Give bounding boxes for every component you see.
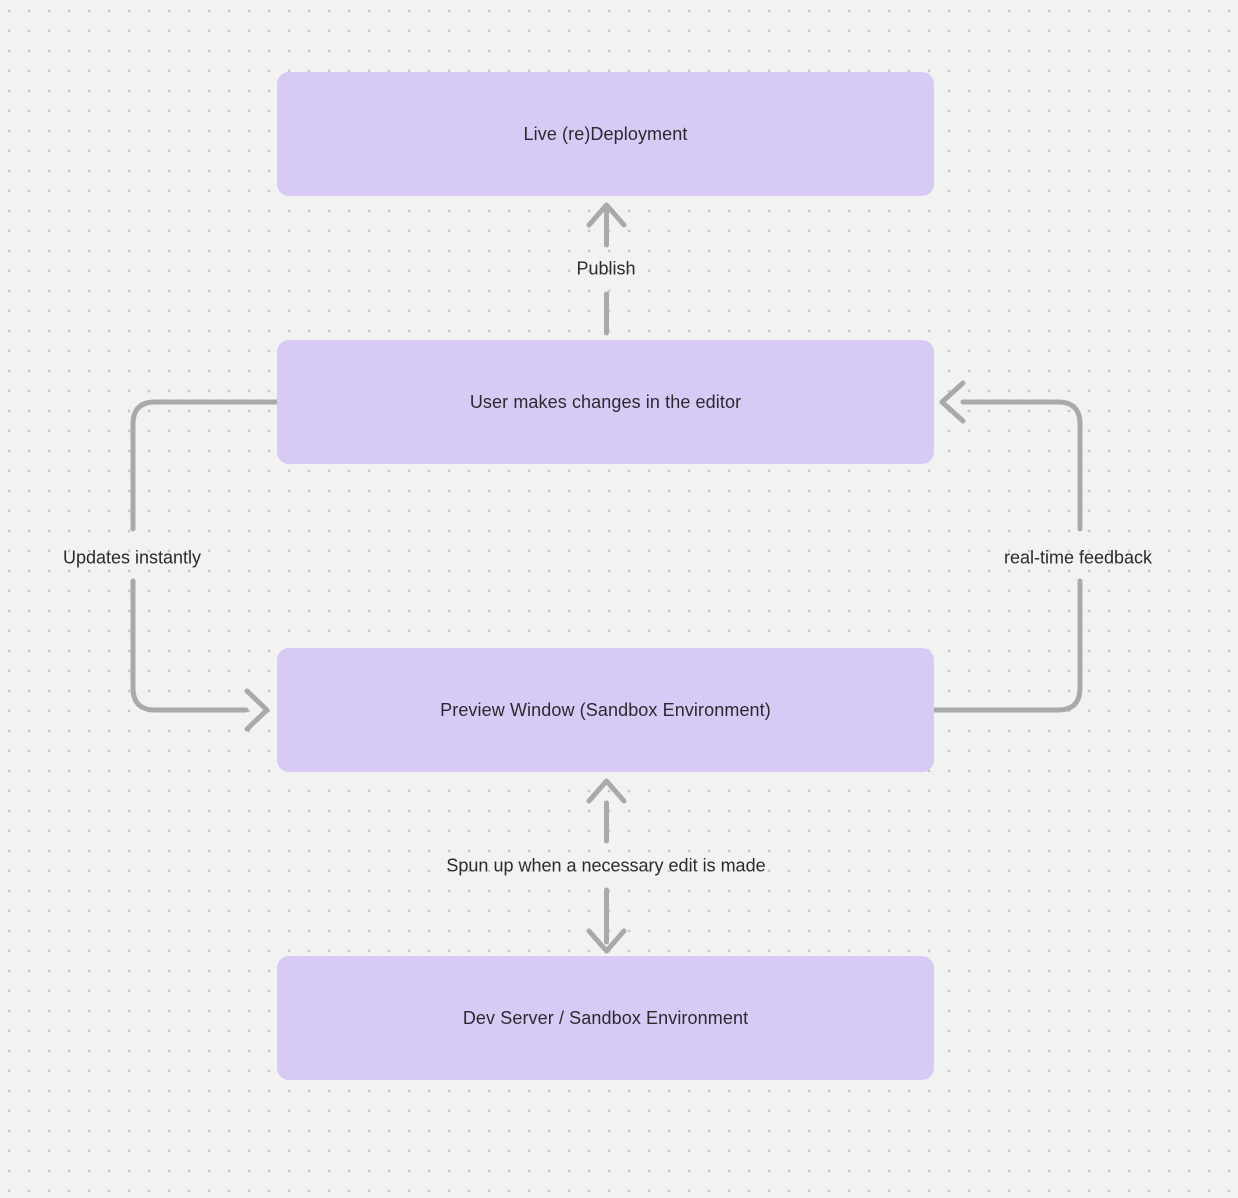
- arrow-publish-head-up-icon: [586, 202, 627, 228]
- arrow-spun-up: [586, 778, 627, 954]
- arrow-spunup-head-up-icon: [586, 778, 627, 804]
- node-preview-window[interactable]: Preview Window (Sandbox Environment): [277, 648, 934, 772]
- edge-label-spun-up: Spun up when a necessary edit is made: [446, 855, 766, 876]
- arrow-realtime-segment-lower: [932, 578, 1083, 713]
- arrow-realtime-head-left-icon: [939, 380, 966, 424]
- arrow-realtime-feedback: [932, 380, 1083, 713]
- node-dev-server[interactable]: Dev Server / Sandbox Environment: [277, 956, 934, 1080]
- edge-label-publish: Publish: [576, 258, 636, 279]
- node-user-editor[interactable]: User makes changes in the editor: [277, 340, 934, 464]
- arrow-updates-instantly: [130, 399, 280, 732]
- node-preview-window-label: Preview Window (Sandbox Environment): [440, 699, 771, 720]
- node-live-redeployment-label: Live (re)Deployment: [523, 123, 688, 144]
- node-live-redeployment[interactable]: Live (re)Deployment: [277, 72, 934, 196]
- arrow-publish: [586, 202, 627, 336]
- arrow-realtime-segment-upper: [960, 399, 1083, 532]
- arrow-updates-segment-lower: [130, 578, 249, 713]
- arrow-spunup-head-down-icon: [586, 928, 627, 954]
- node-user-editor-label: User makes changes in the editor: [469, 391, 742, 412]
- edge-label-realtime-feedback: real-time feedback: [1003, 547, 1153, 568]
- arrow-updates-segment-upper: [130, 399, 280, 532]
- arrow-updates-head-right-icon: [244, 688, 270, 732]
- edge-label-updates-instantly: Updates instantly: [62, 547, 202, 568]
- node-dev-server-label: Dev Server / Sandbox Environment: [462, 1007, 749, 1028]
